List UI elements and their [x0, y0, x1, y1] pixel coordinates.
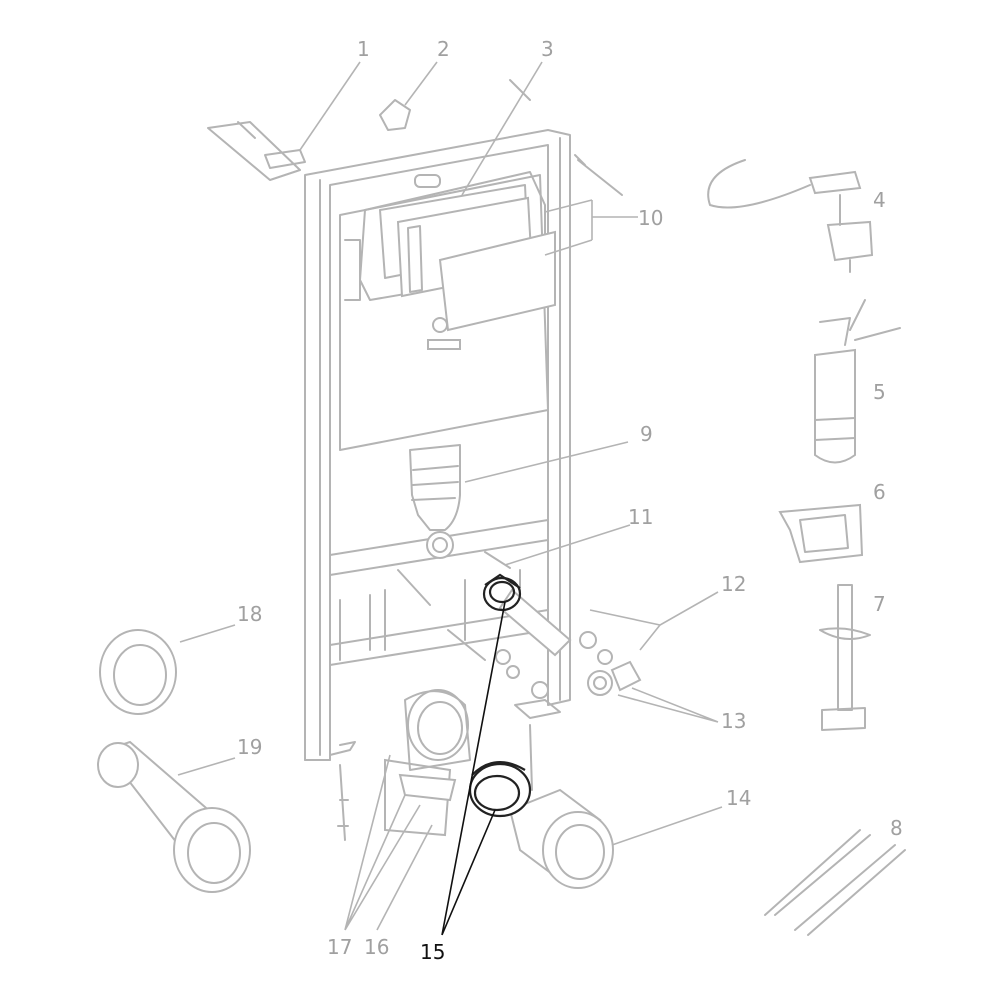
label-10: 10: [638, 206, 664, 230]
label-1: 1: [357, 37, 370, 61]
part-10-actuator-plates: [396, 196, 556, 350]
part-16-17-bend: [337, 689, 533, 841]
label-9: 9: [640, 422, 653, 446]
label-17: 17: [327, 935, 353, 959]
parts-11-12-13: [397, 551, 642, 699]
label-2: 2: [437, 37, 450, 61]
label-18: 18: [237, 602, 263, 626]
label-11: 11: [628, 505, 654, 529]
part-18-19-connectors: [97, 629, 251, 893]
label-12: 12: [721, 572, 747, 596]
label-4: 4: [873, 188, 886, 212]
part-8-rods: [764, 829, 906, 936]
part-6-bracket: [778, 503, 864, 564]
part-5-flush-valve: [814, 299, 901, 464]
parts-1-2-3: [207, 79, 623, 196]
label-19: 19: [237, 735, 263, 759]
label-8: 8: [890, 816, 903, 840]
part-4-fill-valve: [707, 159, 874, 273]
label-7: 7: [873, 592, 886, 616]
part-7-rod: [819, 584, 871, 731]
label-16: 16: [364, 935, 390, 959]
label-14: 14: [726, 786, 752, 810]
label-15: 15: [420, 940, 446, 964]
part-14-pan-connector: [508, 788, 614, 889]
part-9-flush-pipe: [409, 444, 461, 559]
label-3: 3: [541, 37, 554, 61]
label-5: 5: [873, 380, 886, 404]
label-6: 6: [873, 480, 886, 504]
label-13: 13: [721, 709, 747, 733]
leader-lines: [177, 61, 723, 936]
